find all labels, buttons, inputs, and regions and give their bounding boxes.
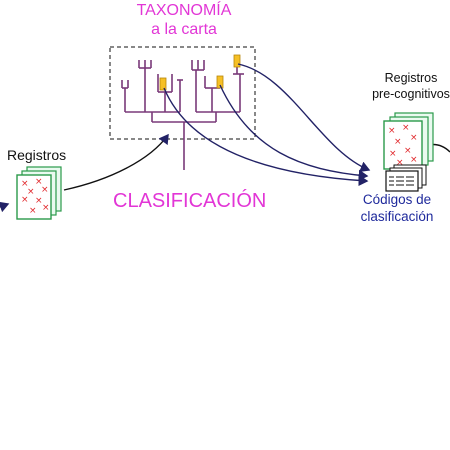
- svg-text:×: ×: [410, 133, 418, 143]
- taxonomy-tree: [121, 60, 244, 170]
- code-arrows: [163, 63, 371, 187]
- svg-text:×: ×: [27, 187, 35, 197]
- registros-pre-label-line2: pre-cognitivos: [372, 87, 450, 101]
- svg-text:×: ×: [42, 203, 50, 213]
- codigos-label-line1: Códigos de: [362, 192, 432, 207]
- taxonomy-subtitle: a la carta: [151, 21, 217, 38]
- svg-text:×: ×: [35, 196, 43, 206]
- incoming-arrow: [0, 201, 10, 213]
- svg-text:×: ×: [396, 158, 404, 168]
- svg-text:×: ×: [29, 206, 37, 216]
- registros-to-taxonomy-arrow: [63, 133, 169, 191]
- taxonomy-title: TAXONOMÍA: [136, 2, 232, 19]
- registros-precognitivos-stack-icon: ×× ×× ×× ××: [383, 112, 434, 170]
- svg-text:×: ×: [41, 185, 49, 195]
- svg-text:×: ×: [394, 137, 402, 147]
- taxonomy-dashed-box: [109, 46, 256, 140]
- svg-text:×: ×: [402, 123, 410, 133]
- registros-pre-label-line1: Registros: [384, 71, 438, 85]
- registros-label: Registros: [7, 147, 67, 163]
- svg-text:×: ×: [389, 149, 397, 159]
- svg-text:×: ×: [21, 195, 29, 205]
- svg-text:×: ×: [410, 155, 418, 165]
- registros-stack-icon: ×× ×× ×× ××: [16, 166, 62, 220]
- clasificacion-label: CLASIFICACIÓN: [113, 190, 267, 212]
- svg-text:×: ×: [35, 177, 43, 187]
- codigos-label-line2: clasificación: [360, 209, 434, 224]
- svg-text:×: ×: [404, 146, 412, 156]
- svg-text:×: ×: [388, 126, 396, 136]
- svg-text:×: ×: [21, 179, 29, 189]
- codes-cards-icon: [385, 164, 427, 192]
- highlighted-taxonomy-nodes: [159, 54, 241, 91]
